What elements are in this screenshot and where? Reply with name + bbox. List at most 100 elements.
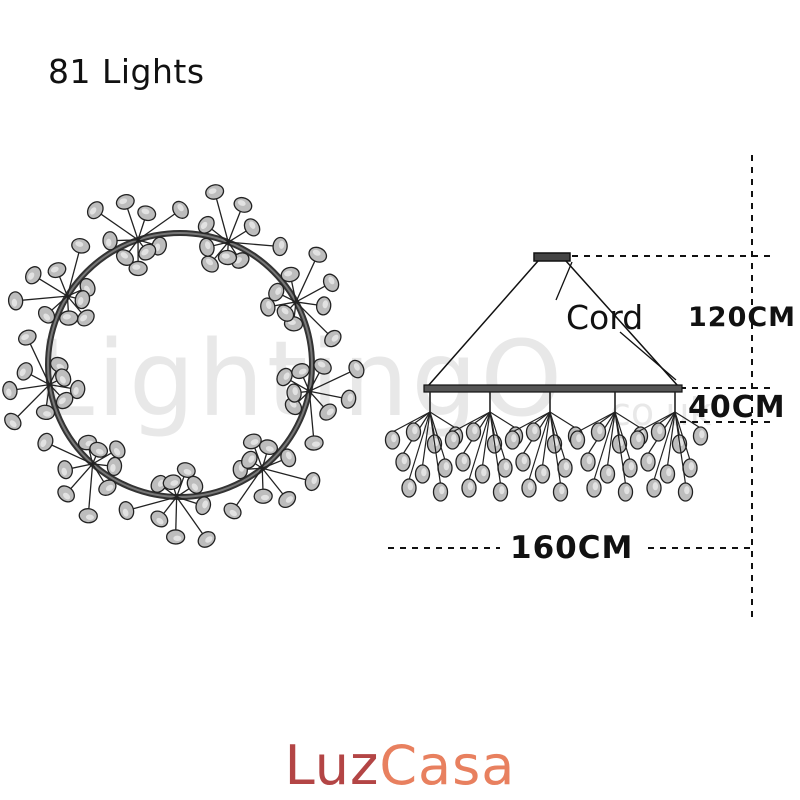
branch-stem xyxy=(421,411,431,467)
leaf-lamp xyxy=(241,450,258,469)
leaf-lamp xyxy=(16,362,33,381)
leaf-lamp xyxy=(115,249,134,266)
leaf-lamp xyxy=(586,478,602,498)
ceiling-canopy xyxy=(533,252,571,262)
leaf-lamp xyxy=(348,359,365,379)
branch-stem xyxy=(473,411,491,425)
leaf-lamp xyxy=(569,430,586,450)
leaf-lamp xyxy=(176,462,196,478)
branch-stem xyxy=(512,411,551,433)
branch-stem xyxy=(228,241,281,248)
leaf-lamp xyxy=(315,296,332,316)
leaf-lamp xyxy=(308,246,328,263)
horizontal-bar xyxy=(423,384,683,393)
leaf-lamp xyxy=(599,464,616,484)
leaf-lamp xyxy=(47,262,67,279)
leaf-lamp xyxy=(25,266,42,285)
leaf-lamp xyxy=(199,237,215,257)
leaf-lamp xyxy=(432,482,449,502)
leaf-lamp xyxy=(640,452,656,472)
suspension-cord-left xyxy=(427,260,539,387)
leaf-lamp xyxy=(384,430,401,450)
leaf-lamp xyxy=(223,502,242,520)
leaf-lamp xyxy=(71,238,91,254)
leaf-lamp xyxy=(98,479,117,496)
branch-stem xyxy=(126,496,177,512)
leaf-lamp xyxy=(286,383,302,403)
branch-stem xyxy=(489,411,502,485)
leaf-lamp xyxy=(197,215,215,234)
branch-stem xyxy=(137,209,181,241)
leaf-lamp xyxy=(186,475,204,494)
branch-stem xyxy=(549,411,576,429)
leaf-lamp xyxy=(102,231,118,251)
branch-stem xyxy=(429,411,456,429)
leaf-lamp xyxy=(272,236,288,257)
branch-stem xyxy=(606,411,616,467)
leaf-lamp xyxy=(165,529,186,545)
branch-stem xyxy=(549,411,562,485)
leaf-lamp xyxy=(37,305,56,324)
brand-logo: LuzCasa xyxy=(0,734,800,797)
dimension-cord-height: 120CM xyxy=(688,302,797,333)
branch-stem xyxy=(45,441,93,465)
leaf-lamp xyxy=(78,508,98,524)
leaf-lamp xyxy=(162,474,182,491)
branch-stem xyxy=(528,411,551,481)
leaf-lamp xyxy=(590,422,607,442)
branch-stem xyxy=(593,411,616,481)
branch-stem xyxy=(308,391,315,444)
branch-stem xyxy=(429,411,442,485)
branch-stem xyxy=(577,411,616,433)
leaf-lamp xyxy=(534,464,551,484)
side-branches xyxy=(384,392,709,502)
branch-stem xyxy=(674,411,691,461)
leaf-lamp xyxy=(253,488,273,504)
leaf-lamp xyxy=(322,273,340,293)
leaf-lamp xyxy=(150,510,169,528)
leaf-lamp xyxy=(461,478,477,498)
leaf-lamp xyxy=(150,474,168,493)
leaf-lamp xyxy=(128,260,148,277)
branch-stem xyxy=(637,411,676,433)
leaf-lamp xyxy=(260,297,276,317)
leaf-lamp xyxy=(55,368,72,387)
branch-stem xyxy=(674,411,687,485)
branch-stem xyxy=(452,411,491,433)
leaf-lamp xyxy=(395,452,411,472)
branch-stem xyxy=(295,301,334,340)
leaf-lamp xyxy=(455,452,471,472)
leaf-lamp xyxy=(172,200,189,219)
branch-stem xyxy=(614,411,631,461)
leaf-lamp xyxy=(525,422,542,442)
dimension-lines xyxy=(388,155,772,622)
leaf-lamp xyxy=(2,380,18,401)
leaf-lamp xyxy=(243,218,261,237)
branch-stem xyxy=(295,254,319,303)
leaf-lamp xyxy=(692,426,709,446)
leaf-lamp xyxy=(280,448,297,468)
leaf-lamp xyxy=(319,403,337,421)
leaf-lamp xyxy=(7,291,24,311)
leaf-lamp xyxy=(37,432,54,452)
branch-stem xyxy=(533,411,551,425)
branch-stem xyxy=(653,411,676,481)
page-title: 81 Lights xyxy=(48,52,205,91)
leaf-lamp xyxy=(324,329,342,348)
branch-stem xyxy=(232,467,263,512)
leaf-lamp xyxy=(217,249,238,266)
leaf-lamp xyxy=(76,309,95,327)
dimension-width: 160CM xyxy=(510,530,634,566)
leaf-lamp xyxy=(89,441,109,458)
branch-stem xyxy=(94,209,139,241)
leaf-lamp xyxy=(291,363,310,380)
leaf-lamp xyxy=(646,478,662,498)
leaf-lamp xyxy=(118,501,135,521)
cord-label: Cord xyxy=(566,298,644,337)
leaf-lamp xyxy=(115,194,135,210)
branch-stem xyxy=(392,411,431,433)
leaf-lamp xyxy=(497,458,513,478)
leaf-lamp xyxy=(557,458,573,478)
leaf-lamp xyxy=(106,456,123,477)
branch-stem xyxy=(489,411,516,429)
